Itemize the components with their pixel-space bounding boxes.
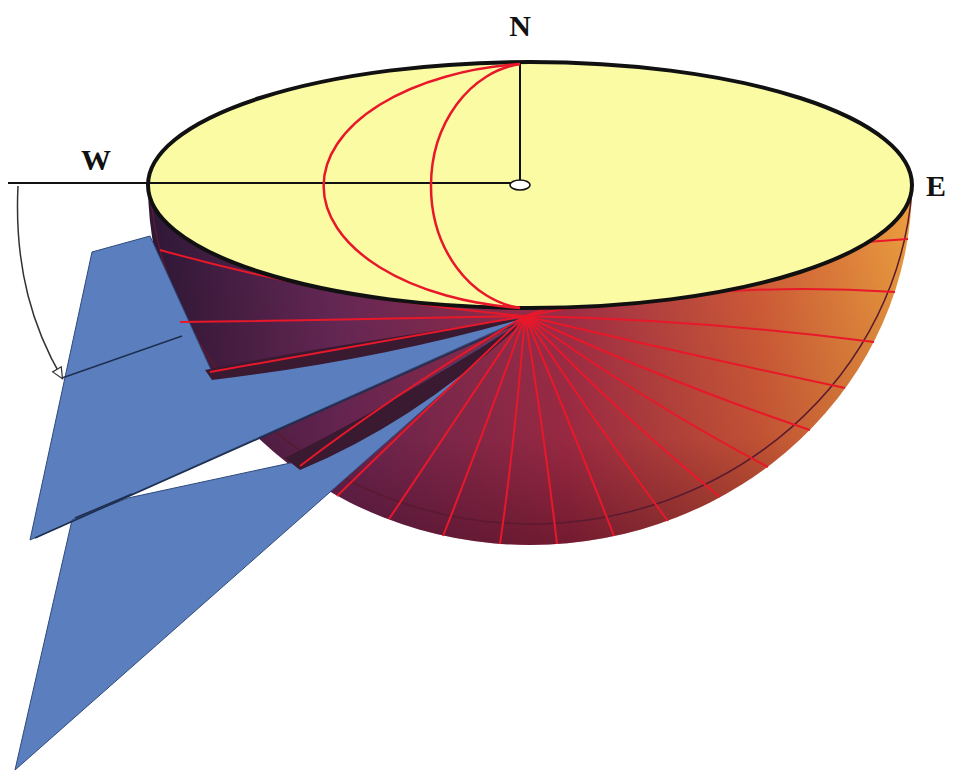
cut-region <box>205 318 525 380</box>
plane-edge <box>35 320 525 538</box>
center-point <box>510 180 530 190</box>
west-axis <box>8 182 520 184</box>
plane-edge <box>62 336 182 378</box>
north-label: N <box>509 11 531 41</box>
cut-region <box>285 320 525 470</box>
east-label: E <box>926 171 946 201</box>
west-label: W <box>81 145 111 175</box>
horizontal-plane <box>148 62 912 308</box>
plane-edge <box>75 494 132 518</box>
rotation-arrow <box>17 186 62 378</box>
projected-circle <box>324 64 520 308</box>
projected-circle <box>431 64 520 308</box>
north-axis <box>519 64 521 183</box>
